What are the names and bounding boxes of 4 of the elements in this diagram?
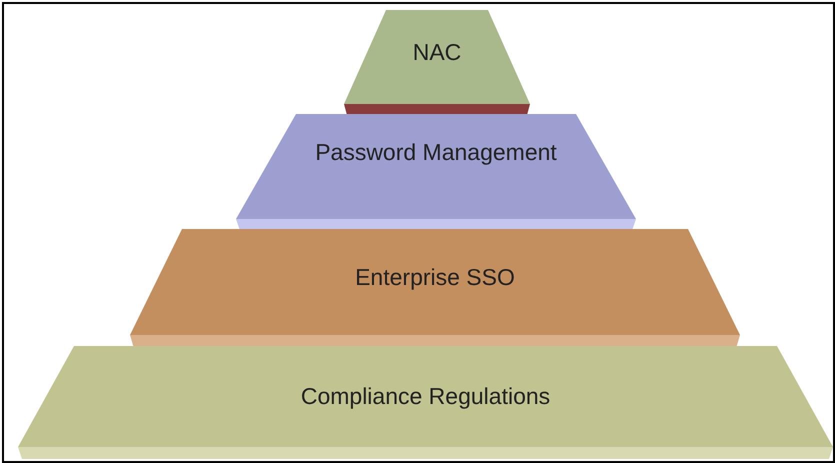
layer-label: NAC <box>412 38 462 66</box>
layer-label: Enterprise SSO <box>354 263 516 291</box>
layer-label: Compliance Regulations <box>300 382 552 410</box>
layer-label: Password Management <box>314 138 558 166</box>
